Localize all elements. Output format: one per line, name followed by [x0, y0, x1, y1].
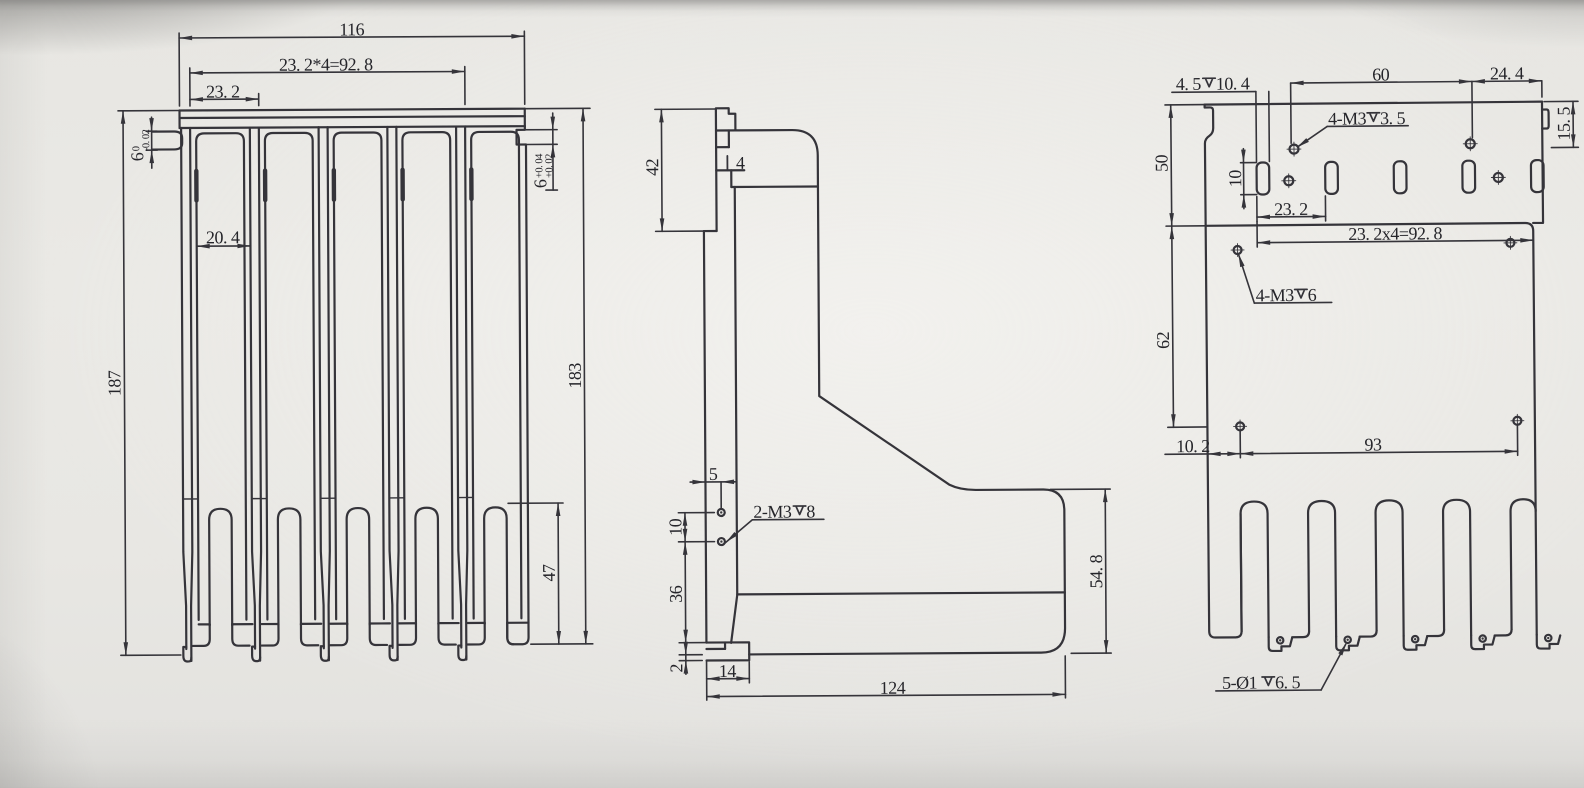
- svg-text:0: 0: [131, 146, 142, 151]
- svg-text:23. 2x4=92. 8: 23. 2x4=92. 8: [1348, 223, 1442, 244]
- svg-text:8: 8: [806, 501, 815, 521]
- svg-text:62: 62: [1153, 332, 1173, 349]
- svg-text:47: 47: [539, 564, 559, 582]
- svg-text:10. 4: 10. 4: [1216, 73, 1250, 93]
- svg-text:5: 5: [709, 464, 718, 484]
- svg-text:3. 5: 3. 5: [1380, 108, 1406, 128]
- svg-text:60: 60: [1372, 64, 1390, 84]
- svg-text:23. 2*4=92. 8: 23. 2*4=92. 8: [279, 54, 373, 74]
- svg-text:93: 93: [1364, 434, 1382, 454]
- svg-text:54. 8: 54. 8: [1086, 554, 1106, 588]
- svg-text:-0. 02: -0. 02: [141, 129, 152, 151]
- svg-text:14: 14: [719, 661, 737, 681]
- svg-text:183: 183: [565, 363, 585, 389]
- svg-text:4. 5: 4. 5: [1176, 74, 1202, 94]
- svg-text:6: 6: [1308, 285, 1317, 305]
- svg-text:10. 2: 10. 2: [1176, 436, 1210, 456]
- svg-text:4-M3: 4-M3: [1256, 285, 1295, 305]
- svg-text:4-M3: 4-M3: [1328, 108, 1367, 128]
- svg-text:23. 2: 23. 2: [1274, 199, 1308, 219]
- svg-text:2: 2: [666, 664, 686, 673]
- svg-text:10: 10: [665, 518, 685, 536]
- svg-text:36: 36: [666, 585, 686, 603]
- svg-text:15. 5: 15. 5: [1554, 107, 1574, 141]
- svg-text:124: 124: [880, 678, 906, 698]
- svg-text:6. 5: 6. 5: [1275, 672, 1301, 692]
- svg-text:20. 4: 20. 4: [206, 227, 240, 247]
- svg-text:5-Ø1: 5-Ø1: [1222, 673, 1257, 693]
- svg-text:6: 6: [127, 152, 147, 161]
- svg-text:116: 116: [339, 19, 364, 39]
- svg-text:10: 10: [1225, 170, 1245, 188]
- svg-text:+0. 02: +0. 02: [544, 154, 555, 178]
- svg-text:4: 4: [736, 153, 745, 173]
- svg-text:42: 42: [642, 159, 662, 176]
- svg-text:6: 6: [530, 179, 550, 188]
- svg-text:187: 187: [104, 370, 124, 396]
- svg-text:50: 50: [1151, 154, 1171, 172]
- svg-text:+0. 04: +0. 04: [534, 153, 545, 178]
- svg-text:23. 2: 23. 2: [206, 81, 240, 101]
- svg-text:24. 4: 24. 4: [1490, 63, 1524, 83]
- svg-text:2-M3: 2-M3: [753, 502, 792, 522]
